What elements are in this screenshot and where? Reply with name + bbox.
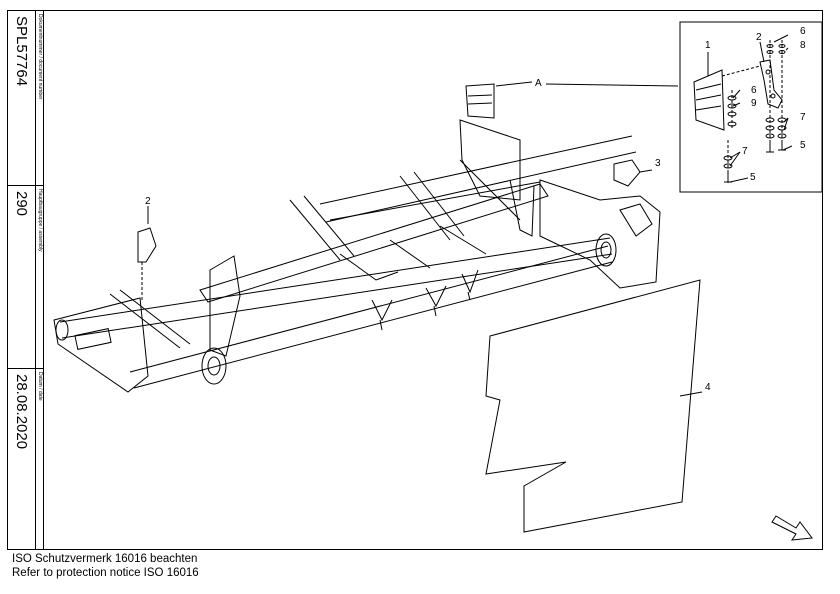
bracket-part-2 — [137, 227, 157, 263]
callout-5a: 5 — [800, 140, 806, 151]
detail-bracket — [759, 59, 783, 109]
date-value: 28.08.2020 — [13, 374, 30, 450]
callout-2-detail: 2 — [756, 32, 762, 43]
detail-a-leader — [495, 81, 533, 87]
callout-6b: 6 — [751, 85, 757, 96]
callout-8: 8 — [800, 40, 806, 51]
date-label: Datum / date — [37, 372, 43, 401]
callout-detail-a: A — [535, 78, 542, 89]
callout-3: 3 — [655, 158, 661, 169]
part-3-leader — [639, 169, 653, 173]
callout-9: 9 — [751, 98, 757, 109]
callout-6a: 6 — [800, 26, 806, 37]
title-block-labels — [36, 10, 44, 550]
title-divider — [7, 368, 44, 369]
bracket-part-3 — [613, 159, 641, 187]
detail-guard-plate — [693, 69, 725, 131]
drawing-frame — [7, 10, 823, 550]
callout-1: 1 — [705, 40, 711, 51]
direction-arrow-icon — [771, 515, 813, 541]
protection-notice-en: Refer to protection notice ISO 16016 — [12, 567, 199, 579]
callout-5b: 5 — [750, 172, 756, 183]
document-number-label: Dokumentnummer / document number — [37, 14, 43, 100]
document-number: SPL57764 — [13, 16, 30, 87]
callout-7a: 7 — [800, 112, 806, 123]
main-frame — [53, 83, 661, 393]
part-4-leader — [679, 391, 703, 397]
title-block — [7, 10, 36, 550]
assembly-number: 290 — [13, 191, 30, 217]
detail-centerlines — [721, 40, 783, 184]
callout-4: 4 — [705, 382, 711, 393]
callout-7b: 7 — [742, 146, 748, 157]
callout-2-main: 2 — [145, 196, 151, 207]
detail-leaders — [707, 34, 793, 183]
cover-plate-part-4 — [485, 279, 701, 533]
protection-notice-de: ISO Schutzvermerk 16016 beachten — [12, 553, 198, 565]
assembly-label: Hauptbaugruppe / assembly — [37, 189, 43, 252]
detail-a-leader — [545, 83, 679, 87]
title-divider — [7, 185, 44, 186]
detail-view-box — [679, 21, 823, 193]
